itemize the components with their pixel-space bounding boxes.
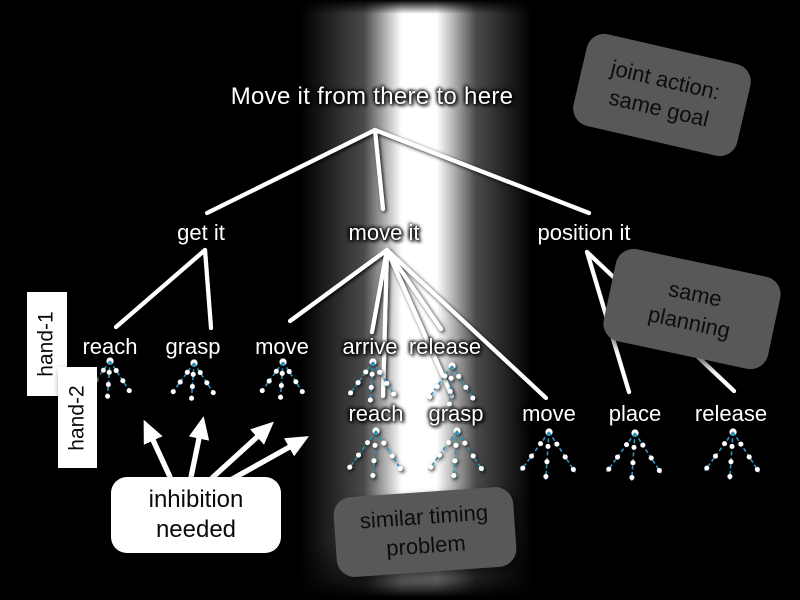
node-get-it: get it: [177, 220, 225, 245]
callout-similar-timing-problem: similar timing problem: [332, 485, 518, 579]
node-hand2-release: release: [694, 401, 768, 426]
inhibition-arrows: [143, 416, 309, 486]
node-move-it: move it: [348, 220, 420, 245]
node-hand2-reach: reach: [348, 401, 404, 426]
node-hand1-move: move: [255, 334, 309, 359]
node-hand1-arrive: arrive: [342, 334, 398, 359]
node-hand2-place: place: [608, 401, 662, 426]
node-hand1-reach: reach: [82, 334, 138, 359]
node-position-it: position it: [537, 220, 631, 245]
hand-2-tag-label: hand-2: [65, 384, 89, 451]
hand-2-tag: hand-2: [58, 367, 97, 468]
root-goal-label: Move it from there to here: [230, 83, 514, 110]
node-hand1-grasp: grasp: [165, 334, 221, 359]
node-hand2-grasp: grasp: [428, 401, 484, 426]
hand-1-tag-label: hand-1: [35, 311, 59, 377]
mini-subtrees: [86, 357, 760, 481]
node-hand1-release: release: [408, 334, 482, 359]
callout-inhibition-needed: inhibition needed: [111, 477, 281, 553]
node-hand2-move: move: [522, 401, 576, 426]
